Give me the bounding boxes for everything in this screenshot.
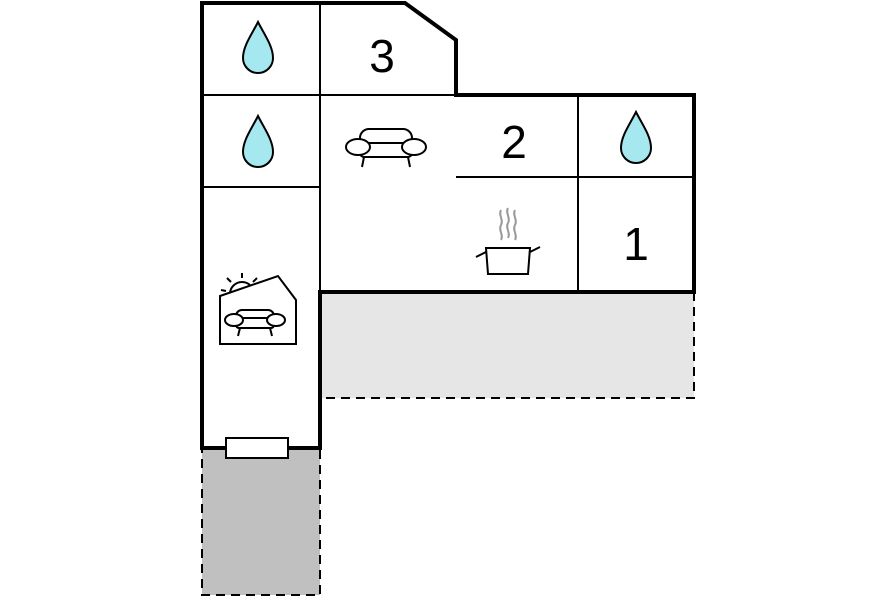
- room-label-1: 1: [623, 218, 649, 270]
- sofa-icon: [345, 128, 427, 168]
- water-drop-icon: [241, 113, 275, 168]
- room-label-2: 2: [501, 116, 527, 168]
- sunroom-sofa-icon: [219, 273, 297, 345]
- cooking-pot-icon: [475, 207, 541, 275]
- terrace-dashed-border: [320, 292, 695, 399]
- water-drop-icon: [241, 19, 275, 74]
- water-drop-icon: [619, 109, 653, 164]
- room-label-3: 3: [369, 30, 395, 82]
- door-icon: [225, 437, 289, 459]
- terrace-area: [320, 292, 694, 398]
- entrance-area: [201, 447, 321, 596]
- interior-walls: [202, 3, 694, 292]
